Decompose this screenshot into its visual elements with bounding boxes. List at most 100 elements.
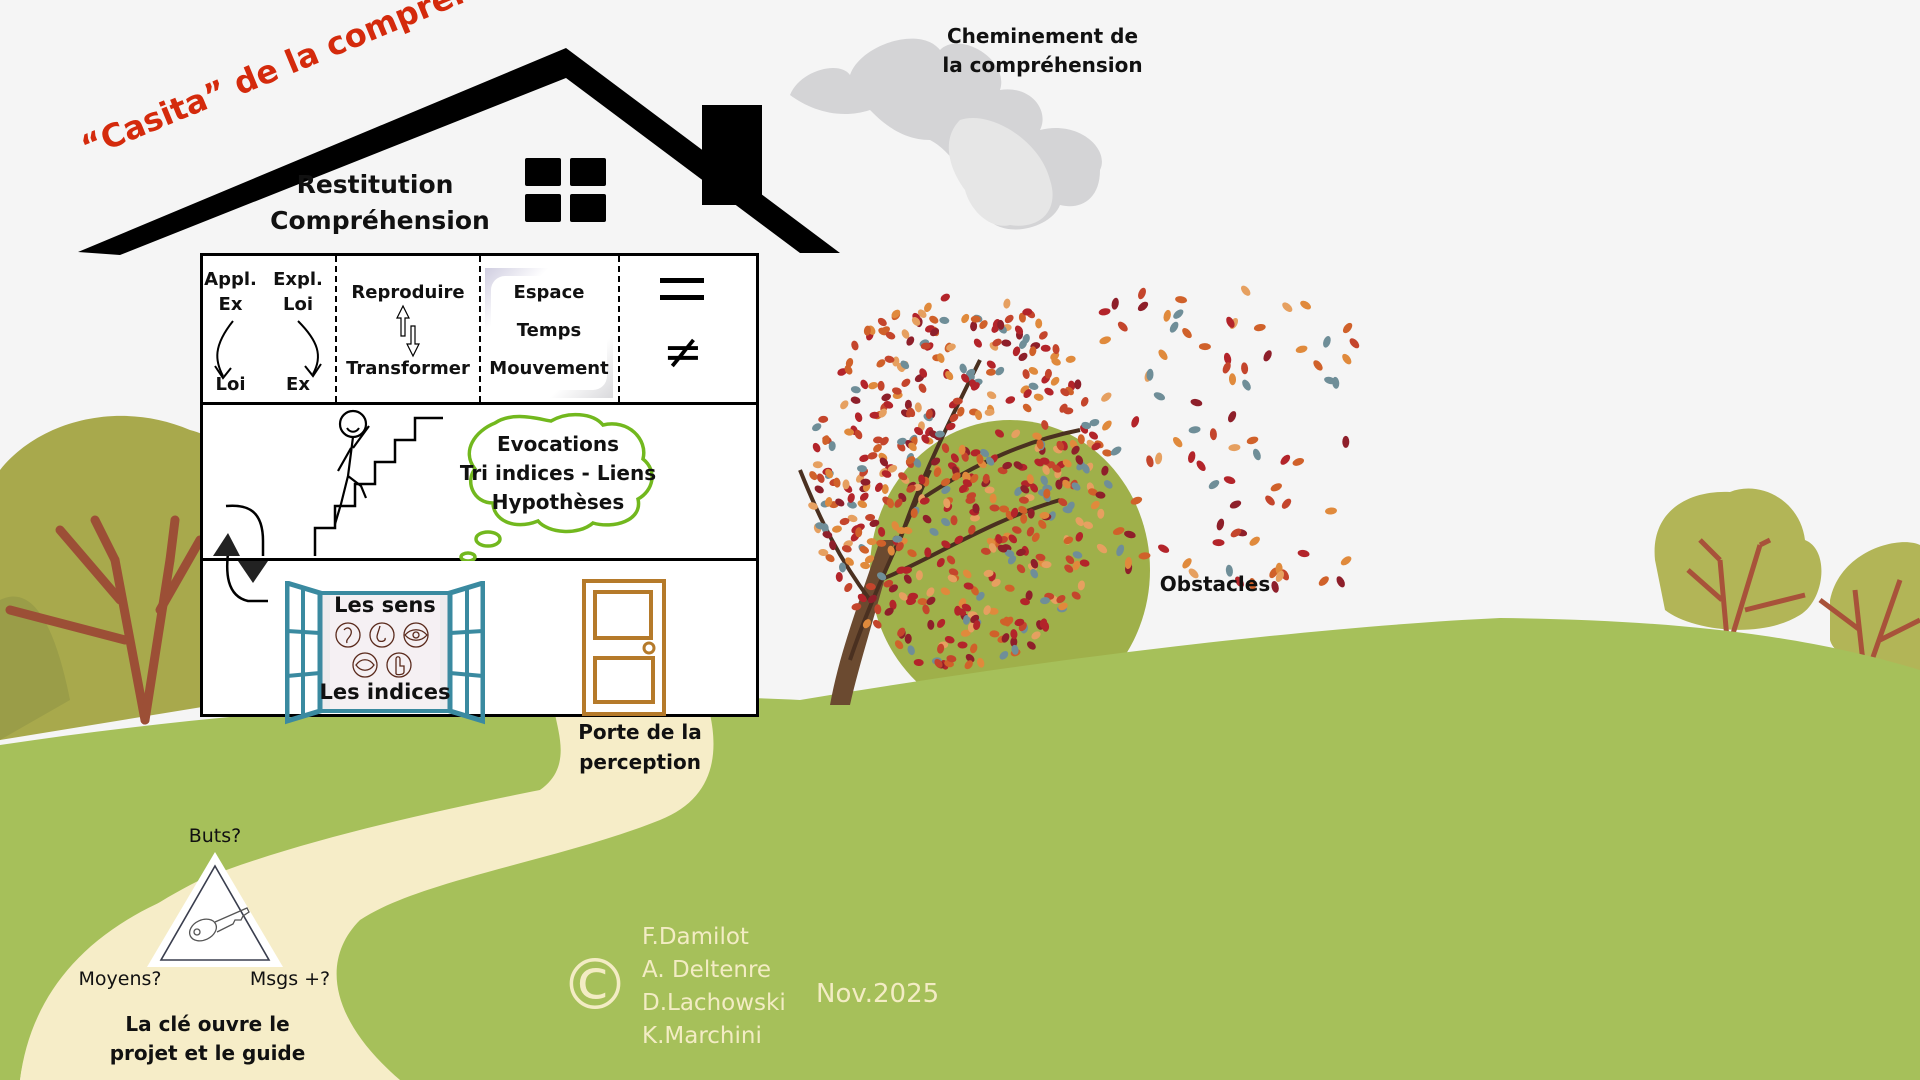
leaf <box>969 379 977 389</box>
leaf <box>961 603 972 612</box>
leaf <box>913 658 924 667</box>
blowing-leaf <box>1336 576 1345 588</box>
leaf <box>989 504 1000 512</box>
touch-hand-icon <box>386 652 412 678</box>
leaf <box>1075 517 1084 527</box>
leaf <box>857 500 868 509</box>
leaf <box>824 496 833 507</box>
leaf <box>958 444 966 455</box>
leaf <box>835 572 843 582</box>
leaf <box>1081 421 1092 430</box>
leaf <box>1058 498 1068 507</box>
leaf <box>835 498 845 507</box>
leaf <box>898 592 908 601</box>
leaf <box>1004 314 1014 324</box>
door-label-line1: Porte de la <box>578 720 702 744</box>
leaf <box>908 442 917 452</box>
blowing-leaf <box>1229 500 1242 509</box>
leaf <box>939 316 950 324</box>
leaf <box>855 527 863 538</box>
leaf <box>884 355 895 363</box>
leaf <box>1030 568 1039 579</box>
leaf <box>1014 325 1024 335</box>
leaf <box>933 467 942 477</box>
leaf <box>1002 461 1013 470</box>
leaf <box>876 359 886 368</box>
leaf <box>874 482 883 492</box>
leaf <box>815 522 826 530</box>
leaf <box>962 614 971 625</box>
leaf <box>945 422 956 431</box>
leaf <box>940 293 950 302</box>
leaf <box>907 645 915 656</box>
leaf <box>1102 449 1113 457</box>
leaf <box>873 443 882 453</box>
leaf <box>906 484 916 493</box>
ear-icon <box>335 622 361 648</box>
blowing-leaf <box>1225 564 1233 577</box>
leaf <box>1035 553 1046 561</box>
leaf <box>974 410 983 421</box>
leaf <box>973 338 983 348</box>
leaf <box>921 434 930 444</box>
leaf <box>907 549 917 558</box>
blowing-leaf <box>1163 309 1171 322</box>
leaf <box>841 545 852 553</box>
leaf <box>1011 429 1021 439</box>
bubble-line-evocations: Evocations <box>496 432 620 456</box>
leaf <box>1033 393 1044 401</box>
leaf <box>963 582 974 590</box>
leaf <box>833 477 841 488</box>
leaf <box>1075 455 1084 465</box>
leaf <box>910 508 918 519</box>
leaf <box>1058 602 1068 611</box>
blowing-leaf <box>1209 428 1217 441</box>
leaf <box>1012 346 1021 357</box>
leaf <box>901 329 910 339</box>
blowing-leaf <box>1246 436 1259 445</box>
obstacles-label: Obstacles <box>1159 572 1271 596</box>
leaf <box>825 468 834 479</box>
leaf <box>840 400 849 410</box>
leaf <box>945 371 954 381</box>
double-arrow-icon <box>396 304 420 358</box>
leaf <box>1001 633 1010 643</box>
leaf <box>901 378 911 387</box>
blowing-leaf <box>1188 568 1199 579</box>
leaf <box>1052 344 1060 355</box>
blowing-leaf <box>1137 301 1149 312</box>
leaf <box>982 473 990 484</box>
mouvement-label: Mouvement <box>489 358 609 379</box>
leaf <box>965 496 976 504</box>
blowing-leaf <box>1342 322 1353 334</box>
leaf <box>1050 351 1060 361</box>
leaf <box>873 436 883 444</box>
leaf <box>1020 513 1028 524</box>
leaf <box>1039 331 1048 340</box>
leaf <box>907 407 916 418</box>
leaf <box>911 316 921 326</box>
leaf <box>839 517 850 526</box>
leaf <box>965 653 975 663</box>
blowing-leaf <box>1228 373 1237 386</box>
expl-ex-label: Ex <box>286 374 310 395</box>
leaf <box>1064 564 1074 573</box>
blowing-leaf <box>1253 323 1266 332</box>
leaf <box>970 586 979 596</box>
leaf <box>878 526 886 537</box>
door-label-line2: perception <box>579 750 701 774</box>
blowing-leaf <box>1196 460 1206 472</box>
leaf <box>926 596 936 606</box>
leaf <box>842 479 850 490</box>
leaf <box>917 598 928 606</box>
leaf <box>1080 397 1089 407</box>
leaf <box>844 365 853 375</box>
leaf <box>1091 442 1101 451</box>
blowing-leaf <box>1271 581 1279 593</box>
leaf <box>1029 346 1037 357</box>
blowing-leaf <box>1332 376 1340 389</box>
leaf <box>1063 536 1074 545</box>
leaf <box>986 368 996 376</box>
leaf <box>1014 486 1023 496</box>
copyright-icon: © <box>560 944 630 1026</box>
